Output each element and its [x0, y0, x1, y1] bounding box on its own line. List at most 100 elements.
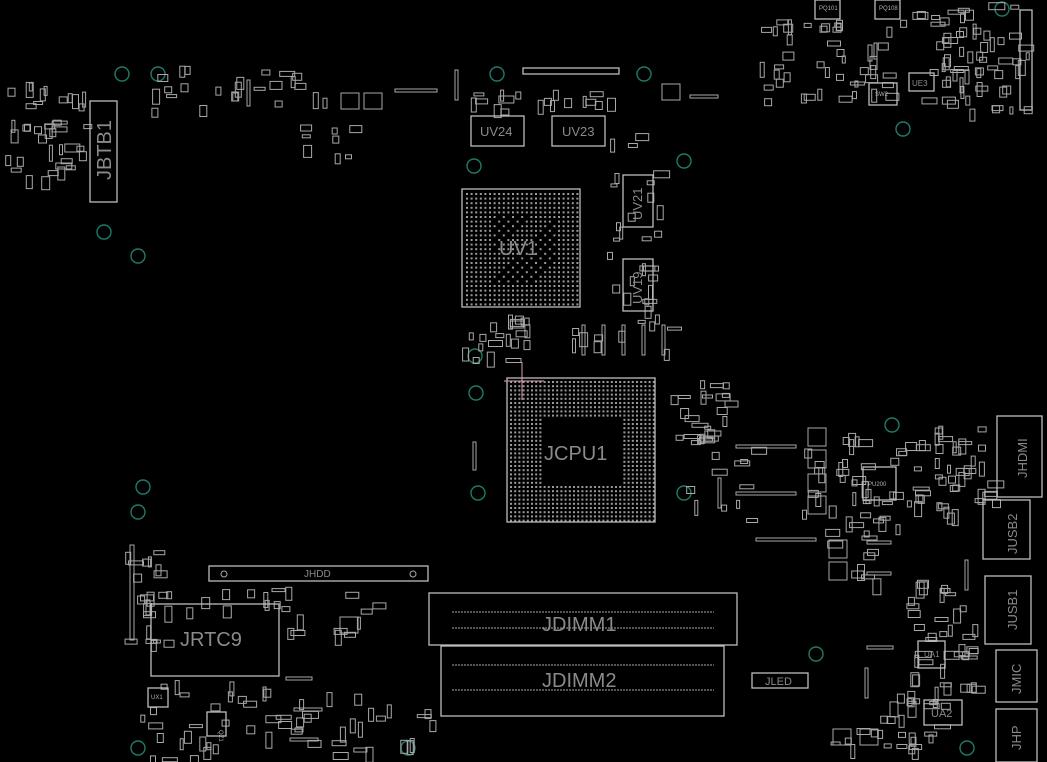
ball-pad [539, 225, 542, 228]
component-uv23[interactable]: UV23 [551, 115, 606, 147]
smd-component [802, 509, 807, 520]
mounting-hole [130, 248, 146, 264]
smd-component [854, 80, 859, 88]
component-jusb2[interactable]: JUSB2 [982, 499, 1031, 560]
ball-pad [560, 410, 563, 413]
component-qz1[interactable]: QZ1 [206, 711, 227, 742]
ball-pad [466, 225, 468, 228]
ball-pad [466, 266, 468, 269]
ball-pad [589, 490, 592, 493]
ball-pad [539, 385, 542, 388]
ball-pad [535, 465, 538, 467]
ball-pad [573, 502, 575, 505]
ball-pad [516, 280, 519, 283]
smd-component [828, 505, 837, 519]
ball-pad [479, 216, 482, 218]
component-ux1[interactable]: UX1 [147, 687, 169, 708]
ball-pad [627, 448, 630, 451]
smd-component [357, 721, 363, 738]
mounting-hole [96, 224, 112, 240]
smd-component [28, 82, 33, 92]
ball-pad [484, 248, 487, 251]
smd-component [278, 721, 293, 729]
component-jdimm1[interactable]: JDIMM1 [428, 592, 738, 646]
ball-pad [636, 397, 638, 400]
component-jbtb1[interactable]: JBTB1 [89, 100, 118, 203]
ball-pad [498, 248, 501, 251]
ball-pad [479, 289, 482, 292]
ball-pad [526, 410, 529, 413]
mounting-hole [994, 1, 1010, 17]
ball-pad [547, 486, 550, 488]
ball-pad [498, 220, 501, 223]
ball-pad [567, 193, 570, 195]
component-jmic[interactable]: JMIC [995, 649, 1038, 703]
smd-component [908, 732, 916, 745]
ball-pad [516, 289, 519, 292]
ball-pad [562, 262, 565, 264]
component-pq108[interactable]: PQ108 [874, 0, 901, 20]
ball-pad [615, 511, 617, 514]
ball-pad [652, 515, 655, 518]
component-jdimm2[interactable]: JDIMM2 [440, 645, 725, 717]
component-uv21[interactable]: UV21 [622, 174, 654, 228]
smd-component [166, 94, 178, 99]
ball-pad [562, 206, 565, 209]
ball-pad [535, 486, 538, 488]
smd-component [610, 183, 618, 188]
component-jhdd[interactable]: JHDD [208, 565, 429, 582]
component-jhdmi[interactable]: JHDMI [996, 415, 1043, 498]
component-ua2[interactable]: UA2 [923, 699, 963, 726]
ball-pad [640, 406, 643, 409]
component-pu200[interactable]: PU200 [862, 466, 897, 501]
smd-component [889, 701, 899, 718]
ball-pad [585, 490, 588, 493]
component-jrtc9[interactable]: JRTC9 [150, 603, 280, 677]
component-uv19[interactable]: UV19 [622, 258, 654, 312]
ball-pad [502, 266, 505, 269]
ball-pad [535, 229, 537, 232]
component-uv24[interactable]: UV24 [470, 115, 525, 147]
ball-pad [652, 431, 655, 434]
smd-component [877, 42, 889, 51]
ball-pad [535, 303, 537, 306]
ic-package [340, 92, 360, 110]
smd-component [38, 134, 47, 144]
ball-pad [567, 280, 570, 283]
component-ua1[interactable]: UA1 [917, 640, 946, 669]
ball-pad [512, 216, 514, 218]
ball-pad [470, 197, 473, 200]
ball-pad [631, 502, 634, 505]
ball-pad [539, 389, 542, 392]
component-jusb1[interactable]: JUSB1 [984, 575, 1032, 645]
component-uv1[interactable]: UV1 [461, 188, 581, 308]
ball-pad [648, 414, 651, 417]
ball-pad [521, 303, 524, 306]
label-ua1: UA1 [924, 650, 940, 659]
component-jhp[interactable]: JHP [995, 708, 1038, 762]
ball-pad [466, 285, 468, 287]
ball-pad [640, 486, 643, 488]
ball-pad [510, 444, 512, 446]
ball-pad [510, 431, 512, 434]
smd-component [145, 599, 151, 616]
ball-pad [568, 381, 571, 383]
ball-pad [558, 197, 560, 200]
ball-pad [525, 271, 528, 274]
smd-component [58, 96, 68, 104]
ball-pad [631, 481, 634, 484]
smd-component [409, 738, 415, 753]
component-sw2[interactable]: SW2 [868, 82, 898, 106]
ball-pad [521, 234, 524, 237]
component-jcpu1[interactable]: JCPU1 [506, 377, 656, 523]
smd-component [939, 682, 952, 688]
component-jled[interactable]: JLED [751, 672, 809, 689]
ball-pad [531, 481, 533, 484]
ball-pad [502, 298, 505, 301]
smd-component [515, 330, 528, 338]
component-pq101[interactable]: PQ101 [814, 0, 841, 20]
ball-pad [514, 498, 517, 501]
ball-pad [539, 448, 542, 451]
component-ue3[interactable]: UE3 [908, 72, 935, 92]
